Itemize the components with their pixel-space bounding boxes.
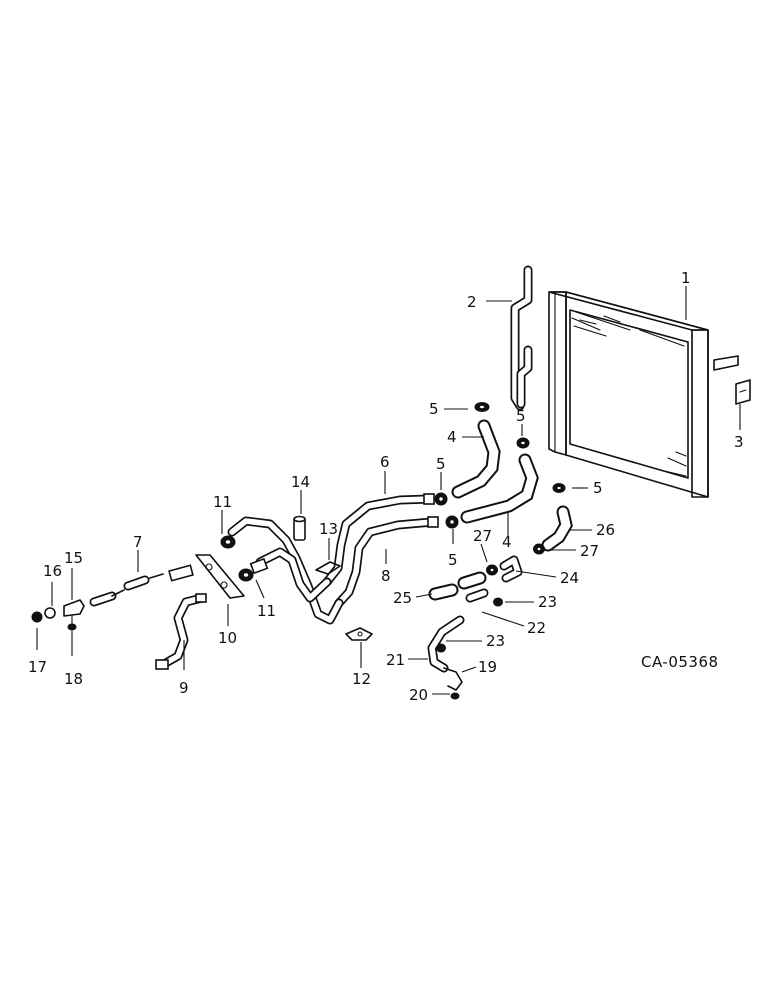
hose-assemblies bbox=[451, 419, 573, 552]
clips-12-13 bbox=[315, 561, 373, 641]
callout-5e: 5 bbox=[448, 551, 458, 569]
callout-14: 14 bbox=[291, 473, 310, 491]
cooler-tubes bbox=[227, 493, 439, 625]
callout-27a: 27 bbox=[580, 542, 599, 560]
callout-26: 26 bbox=[596, 521, 615, 539]
callout-23b: 23 bbox=[486, 632, 505, 650]
callout-5a: 5 bbox=[429, 400, 439, 418]
callout-9: 9 bbox=[179, 679, 189, 697]
callout-11b: 11 bbox=[257, 602, 276, 620]
callout-13: 13 bbox=[319, 520, 338, 538]
callout-6: 6 bbox=[380, 453, 390, 471]
callout-10: 10 bbox=[218, 629, 237, 647]
callout-labels: 1 2 3 4 4 5 5 5 5 5 6 7 8 9 10 11 11 12 … bbox=[28, 269, 744, 704]
callout-2: 2 bbox=[467, 293, 477, 311]
callout-5c: 5 bbox=[436, 455, 446, 473]
callout-24: 24 bbox=[560, 569, 579, 587]
callout-21: 21 bbox=[386, 651, 405, 669]
diagram-code: CA-05368 bbox=[641, 653, 719, 671]
callout-4b: 4 bbox=[502, 533, 512, 551]
fittings-11-14 bbox=[220, 515, 306, 582]
callout-12: 12 bbox=[352, 670, 371, 688]
callout-11a: 11 bbox=[213, 493, 232, 511]
callout-15: 15 bbox=[64, 549, 83, 567]
callout-23a: 23 bbox=[538, 593, 557, 611]
tube-bracket bbox=[510, 265, 533, 411]
callout-18: 18 bbox=[64, 670, 83, 688]
callout-3: 3 bbox=[734, 433, 744, 451]
callout-1: 1 bbox=[681, 269, 691, 287]
callout-4a: 4 bbox=[447, 428, 457, 446]
drain-assembly bbox=[427, 555, 523, 700]
callout-17: 17 bbox=[28, 658, 47, 676]
callout-5b: 5 bbox=[516, 407, 526, 425]
callout-20: 20 bbox=[409, 686, 428, 704]
callout-19: 19 bbox=[478, 658, 497, 676]
leader-lines bbox=[36, 286, 741, 695]
callout-8: 8 bbox=[381, 567, 391, 585]
callout-5d: 5 bbox=[593, 479, 603, 497]
callout-16: 16 bbox=[43, 562, 62, 580]
clamps bbox=[434, 402, 566, 653]
callout-25: 25 bbox=[393, 589, 412, 607]
oil-cooler-core bbox=[548, 291, 751, 498]
callout-7: 7 bbox=[133, 533, 143, 551]
callout-22: 22 bbox=[527, 619, 546, 637]
callout-27b: 27 bbox=[473, 527, 492, 545]
left-connections bbox=[31, 554, 245, 670]
